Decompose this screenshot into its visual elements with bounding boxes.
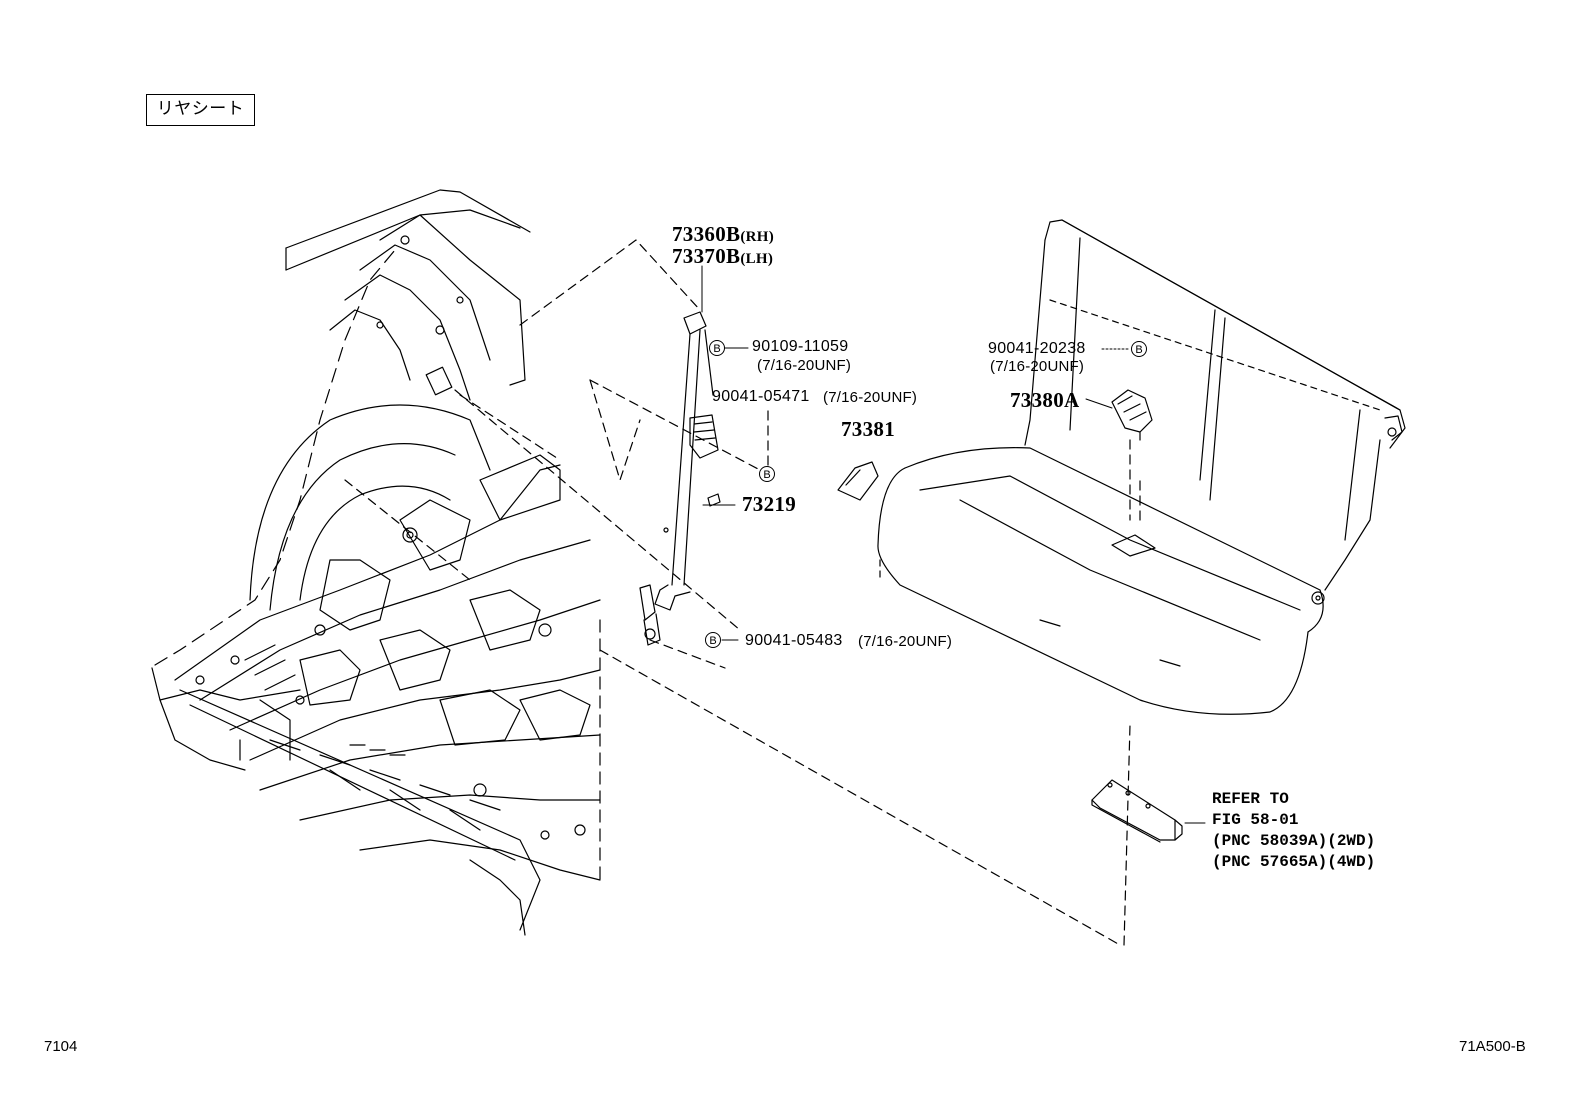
refer-line-4: (PNC 57665A)(4WD) xyxy=(1212,853,1376,871)
buckle-bolt-spec: (7/16-20UNF) xyxy=(990,358,1085,375)
bolt-upper-part-number: 90109-11059 xyxy=(752,338,849,355)
figure-code: 71A500-B xyxy=(1459,1038,1526,1055)
bolt-lower-part-number: 90041-05483 xyxy=(745,632,843,649)
vehicle-body-floor xyxy=(151,189,601,936)
belt-rh-part-number: 73360B xyxy=(672,222,741,246)
assembly-reference-lines xyxy=(344,239,1141,946)
bolt-marker-buckle: B xyxy=(1131,341,1147,357)
bezel-part-number: 73381 xyxy=(841,417,895,441)
rear-seat-assembly xyxy=(837,219,1406,843)
belt-lh-label: 73370B(LH) xyxy=(672,245,773,270)
belt-rh-label: 73360B(RH) xyxy=(672,223,774,248)
bolt-marker-upper: B xyxy=(709,340,725,356)
section-title: リヤシート xyxy=(146,94,255,126)
bolt-marker-lower: B xyxy=(705,632,721,648)
belt-rh-side: (RH) xyxy=(740,229,775,245)
belt-lh-part-number: 73370B xyxy=(672,244,741,268)
leader-lines xyxy=(701,265,1206,824)
buckle-bolt-part-number: 90041-20238 xyxy=(988,340,1086,357)
bolt-marker-mid: B xyxy=(759,466,775,482)
refer-line-3: (PNC 58039A)(2WD) xyxy=(1212,832,1376,850)
bolt-upper-spec: (7/16-20UNF) xyxy=(757,357,852,374)
bolt-mid-part-number: 90041-05471 xyxy=(712,388,810,405)
refer-line-1: REFER TO xyxy=(1212,790,1289,808)
refer-line-2: FIG 58-01 xyxy=(1212,811,1299,829)
clip-part-number: 73219 xyxy=(742,492,796,516)
seat-belt-assembly xyxy=(639,311,721,646)
belt-lh-side: (LH) xyxy=(740,251,774,267)
bolt-lower-spec: (7/16-20UNF) xyxy=(858,633,953,650)
bolt-mid-spec: (7/16-20UNF) xyxy=(823,389,918,406)
page-number: 7104 xyxy=(44,1038,78,1055)
buckle-part-number: 73380A xyxy=(1010,388,1080,412)
